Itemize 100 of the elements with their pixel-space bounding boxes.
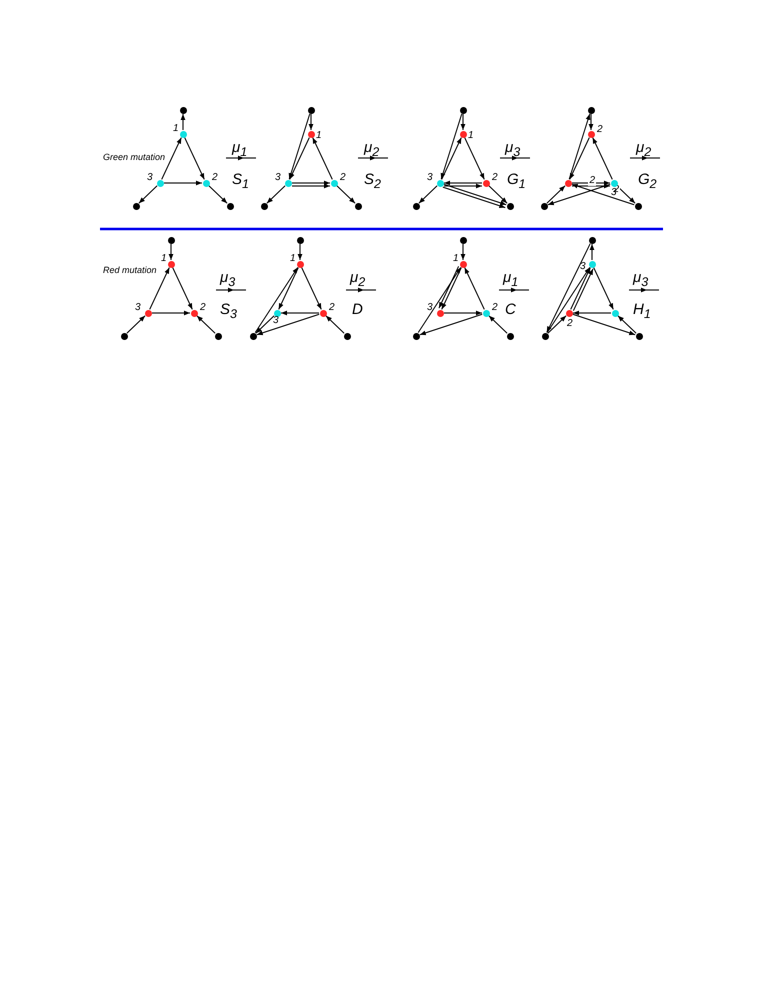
arrow bbox=[138, 185, 158, 204]
row-label: Red mutation bbox=[103, 266, 157, 275]
vertex-dot bbox=[506, 202, 514, 210]
arrow bbox=[161, 137, 182, 180]
vertex-dot bbox=[612, 310, 618, 316]
vertex-label: 3 bbox=[427, 303, 433, 313]
arrow-label: μ$_{3}$ bbox=[220, 270, 236, 288]
vertex-dot bbox=[156, 180, 164, 186]
arrow bbox=[441, 137, 462, 180]
vertex-dot bbox=[132, 202, 140, 210]
vertex-label: 3 bbox=[580, 262, 586, 272]
arrow bbox=[325, 315, 345, 334]
arrow bbox=[547, 184, 611, 206]
arrow bbox=[180, 114, 186, 130]
arrow bbox=[298, 244, 302, 260]
vertex-dot bbox=[250, 332, 256, 340]
vertex-dot bbox=[144, 310, 152, 316]
arrow bbox=[289, 137, 310, 180]
arrow bbox=[149, 267, 170, 310]
arrow-label: μ$_{1}$ bbox=[503, 270, 518, 288]
arrow bbox=[196, 315, 216, 334]
vertex-dot bbox=[120, 332, 128, 340]
vertex-dot bbox=[506, 332, 514, 340]
arrow bbox=[590, 244, 594, 260]
vertex-dot bbox=[634, 202, 642, 210]
arrow-label: G$_{1}$ bbox=[507, 172, 526, 190]
arrow bbox=[488, 185, 508, 204]
arrow bbox=[617, 315, 637, 334]
arrow-label: S$_{1}$ bbox=[232, 172, 249, 190]
vertex-label: 1 bbox=[316, 131, 322, 141]
arrow bbox=[488, 315, 508, 334]
vertex-dot bbox=[180, 106, 186, 114]
vertex-dot bbox=[460, 130, 466, 138]
arrow bbox=[256, 314, 320, 336]
vertex-dot bbox=[214, 332, 222, 340]
vertex-label: 2 bbox=[340, 173, 346, 183]
vertex-label: 2 bbox=[212, 173, 218, 183]
arrow bbox=[152, 310, 190, 316]
arrow bbox=[444, 180, 482, 186]
vertex-dot bbox=[320, 310, 326, 316]
arrow bbox=[292, 184, 330, 188]
vertex-dot bbox=[436, 180, 444, 186]
arrow-label: S$_{2}$ bbox=[364, 172, 381, 190]
arrow bbox=[208, 185, 228, 204]
vertex-dot bbox=[564, 180, 572, 186]
arrow bbox=[164, 180, 202, 186]
arrow bbox=[546, 185, 566, 204]
vertex-dot bbox=[308, 106, 314, 114]
vertex-dot bbox=[330, 180, 338, 186]
vertex-label: 3 bbox=[275, 173, 281, 183]
arrow bbox=[419, 314, 483, 336]
vertex-dot bbox=[168, 236, 174, 244]
vertex-label: 1 bbox=[173, 124, 179, 134]
arrow bbox=[418, 266, 462, 334]
arrow bbox=[572, 314, 636, 336]
arrow bbox=[172, 267, 193, 310]
arrow bbox=[444, 310, 482, 316]
arrow bbox=[288, 113, 310, 180]
vertex-label: 1 bbox=[468, 131, 474, 141]
arrow-label: μ$_{3}$ bbox=[505, 140, 520, 158]
vertex-dot bbox=[588, 106, 594, 114]
vertex-dot bbox=[412, 202, 420, 210]
vertex-label: 2 bbox=[567, 319, 573, 329]
vertex-dot bbox=[308, 130, 314, 138]
vertex-dot bbox=[344, 332, 350, 340]
vertex-label: 3 bbox=[135, 303, 141, 313]
arrow bbox=[336, 185, 356, 204]
arrow-label: μ$_{2}$ bbox=[364, 140, 380, 158]
arrow bbox=[168, 244, 174, 260]
vertex-label: 2 bbox=[492, 173, 498, 183]
arrow bbox=[278, 267, 299, 310]
arrow bbox=[266, 185, 286, 204]
vertex-dot bbox=[540, 202, 548, 210]
edge-label: 2 bbox=[588, 176, 596, 186]
arrow-label: H$_{1}$ bbox=[633, 302, 651, 320]
arrow-label: μ$_{2}$ bbox=[636, 140, 652, 158]
arrow-label: G$_{2}$ bbox=[638, 172, 657, 190]
row-label: Green mutation bbox=[103, 153, 166, 162]
vertex-label: 1 bbox=[161, 254, 167, 264]
arrow bbox=[440, 113, 462, 180]
arrow bbox=[572, 310, 612, 316]
arrow bbox=[292, 180, 330, 186]
arrow bbox=[592, 137, 613, 180]
arrow-label: S$_{3}$ bbox=[220, 302, 237, 320]
vertex-dot bbox=[482, 310, 490, 316]
vertex-dot bbox=[202, 180, 210, 186]
arrow bbox=[444, 184, 482, 188]
vertex-label: 3 bbox=[147, 173, 153, 183]
arrow bbox=[547, 315, 567, 334]
arrow bbox=[464, 267, 485, 310]
vertex-dot bbox=[284, 180, 292, 186]
arrow-label: C bbox=[505, 302, 516, 317]
vertex-label: 3 bbox=[273, 316, 279, 326]
vertex-dot bbox=[226, 202, 234, 210]
vertex-dot bbox=[260, 202, 268, 210]
arrow bbox=[569, 137, 590, 180]
vertex-dot bbox=[542, 332, 548, 340]
vertex-dot bbox=[296, 236, 304, 244]
vertex-label: 2 bbox=[200, 303, 206, 313]
arrow bbox=[280, 310, 320, 316]
